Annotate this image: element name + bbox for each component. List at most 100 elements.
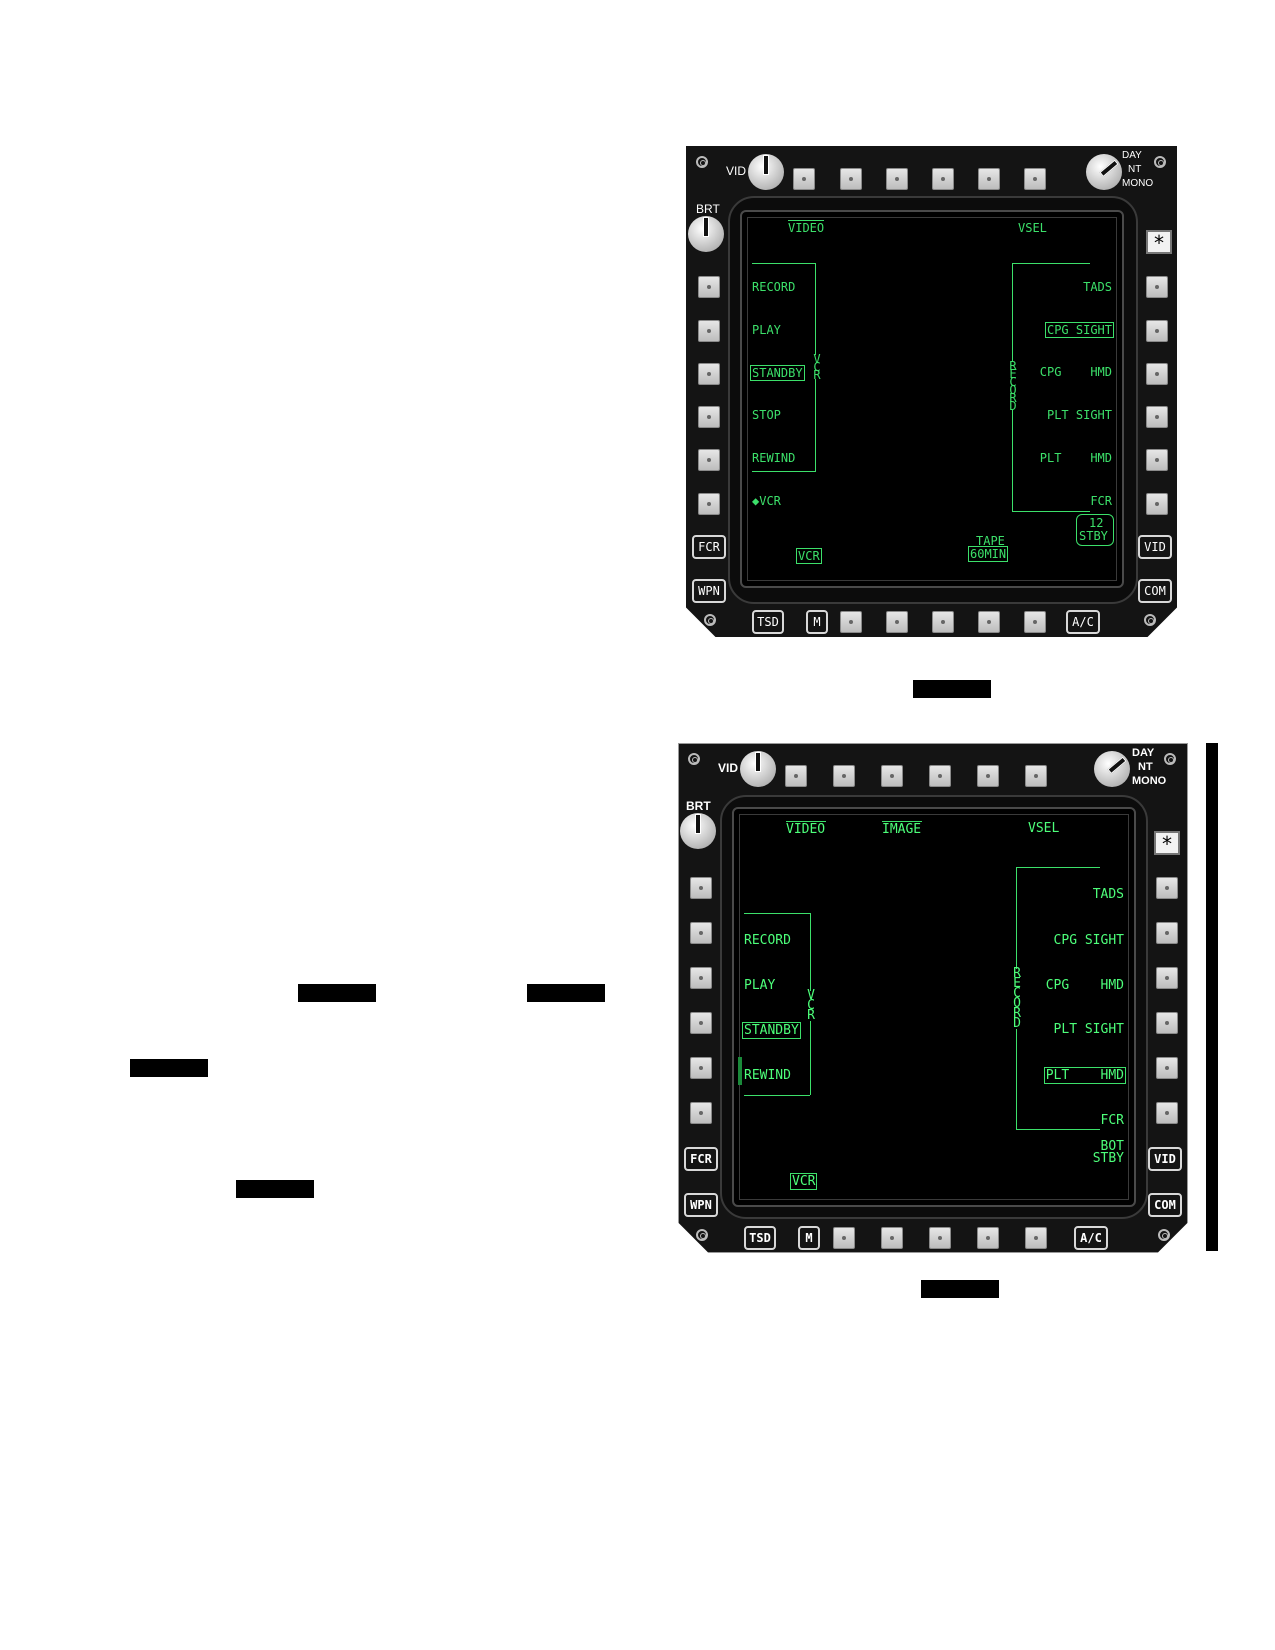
vid-button[interactable]: VID [1148,1147,1182,1171]
top-button-2[interactable] [833,765,855,787]
ac-button[interactable]: A/C [1066,610,1100,634]
play-option[interactable]: PLAY [752,323,781,337]
right-button-2[interactable] [1156,922,1178,944]
right-button-1[interactable] [1156,877,1178,899]
right-button-4[interactable] [1146,406,1168,428]
tads-option[interactable]: TADS [1083,280,1112,294]
rewind-option[interactable]: REWIND [752,451,796,465]
plt-sight-option[interactable]: PLT SIGHT [1053,1022,1124,1037]
record-option[interactable]: RECORD [752,280,796,294]
fcr-option[interactable]: FCR [1100,1113,1124,1128]
right-button-4[interactable] [1156,1012,1178,1034]
plt-hmd-option[interactable]: PLT HMD [1039,451,1112,465]
right-button-5[interactable] [1146,449,1168,471]
left-button-3[interactable] [698,363,720,385]
com-button[interactable]: COM [1148,1193,1182,1217]
bottom-button-5[interactable] [929,1227,951,1249]
right-button-6[interactable] [1146,493,1168,515]
image-label[interactable]: IMAGE [882,822,922,837]
day-nt-mono-knob[interactable] [1094,751,1130,787]
left-button-1[interactable] [690,877,712,899]
left-button-5[interactable] [690,1057,712,1079]
top-button-6[interactable] [1024,168,1046,190]
bottom-button-6[interactable] [977,1227,999,1249]
plt-hmd-option[interactable]: PLT HMD [1043,1067,1126,1084]
top-button-1[interactable] [785,765,807,787]
left-button-5[interactable] [698,449,720,471]
top-button-4[interactable] [929,765,951,787]
video-label[interactable]: VIDEO [788,221,825,235]
bottom-button-6[interactable] [978,611,1000,633]
vcr-status[interactable]: VCR [796,548,822,564]
cpg-hmd-option[interactable]: CPG HMD [1039,365,1112,379]
fcr-button[interactable]: FCR [692,535,726,559]
star-button[interactable]: * [1146,230,1172,254]
tads-option[interactable]: TADS [1092,887,1124,902]
vsel-label[interactable]: VSEL [1028,821,1060,836]
bottom-button-7[interactable] [1025,1227,1047,1249]
left-button-4[interactable] [690,1012,712,1034]
right-button-1[interactable] [1146,276,1168,298]
vcr-bracket-top [752,263,816,264]
cpg-hmd-option[interactable]: CPG HMD [1045,978,1124,993]
vid-knob[interactable] [748,154,784,190]
vcr-status[interactable]: VCR [790,1173,818,1190]
standby-option[interactable]: STANDBY [742,1022,801,1039]
rewind-option[interactable]: REWIND [744,1068,791,1083]
star-button[interactable]: * [1154,831,1180,855]
tsd-button[interactable]: TSD [752,610,784,634]
right-button-2[interactable] [1146,320,1168,342]
left-button-2[interactable] [698,320,720,342]
top-button-5[interactable] [977,765,999,787]
bottom-button-4[interactable] [881,1227,903,1249]
record-option[interactable]: RECORD [744,933,791,948]
day-nt-mono-knob[interactable] [1086,154,1122,190]
left-button-1[interactable] [698,276,720,298]
left-button-4[interactable] [698,406,720,428]
bottom-button-3[interactable] [840,611,862,633]
fcr-button[interactable]: FCR [684,1147,718,1171]
com-button[interactable]: COM [1138,579,1172,603]
fcr-option[interactable]: FCR [1090,494,1112,508]
wpn-button[interactable]: WPN [692,579,726,603]
cpg-sight-option[interactable]: CPG SIGHT [1053,933,1124,948]
top-button-3[interactable] [886,168,908,190]
wpn-button[interactable]: WPN [684,1193,718,1217]
vid-knob[interactable] [740,751,776,787]
ac-button[interactable]: A/C [1074,1226,1108,1250]
screw-icon [1144,614,1156,626]
bottom-button-4[interactable] [886,611,908,633]
plt-sight-option[interactable]: PLT SIGHT [1046,408,1112,422]
bottom-button-7[interactable] [1024,611,1046,633]
top-button-2[interactable] [840,168,862,190]
top-button-5[interactable] [978,168,1000,190]
top-button-1[interactable] [793,168,815,190]
bottom-button-3[interactable] [833,1227,855,1249]
m-button[interactable]: M [798,1226,820,1250]
left-button-6[interactable] [690,1102,712,1124]
redacted-callout-4 [236,1180,314,1198]
right-button-3[interactable] [1146,363,1168,385]
vid-button[interactable]: VID [1138,535,1172,559]
standby-option[interactable]: STANDBY [750,365,805,381]
left-button-3[interactable] [690,967,712,989]
tsd-button[interactable]: TSD [744,1226,776,1250]
top-button-3[interactable] [881,765,903,787]
video-label[interactable]: VIDEO [786,822,826,837]
brt-knob[interactable] [688,216,724,252]
m-button[interactable]: M [806,610,828,634]
left-button-6[interactable] [698,493,720,515]
right-button-3[interactable] [1156,967,1178,989]
vcr-select-option[interactable]: ◆VCR [752,494,781,508]
left-button-2[interactable] [690,922,712,944]
stop-option[interactable]: STOP [752,408,781,422]
cpg-sight-option[interactable]: CPG SIGHT [1044,322,1114,338]
bottom-button-5[interactable] [932,611,954,633]
right-button-6[interactable] [1156,1102,1178,1124]
brt-knob[interactable] [680,813,716,849]
play-option[interactable]: PLAY [744,978,776,993]
top-button-6[interactable] [1025,765,1047,787]
vsel-label[interactable]: VSEL [1018,221,1047,235]
right-button-5[interactable] [1156,1057,1178,1079]
top-button-4[interactable] [932,168,954,190]
